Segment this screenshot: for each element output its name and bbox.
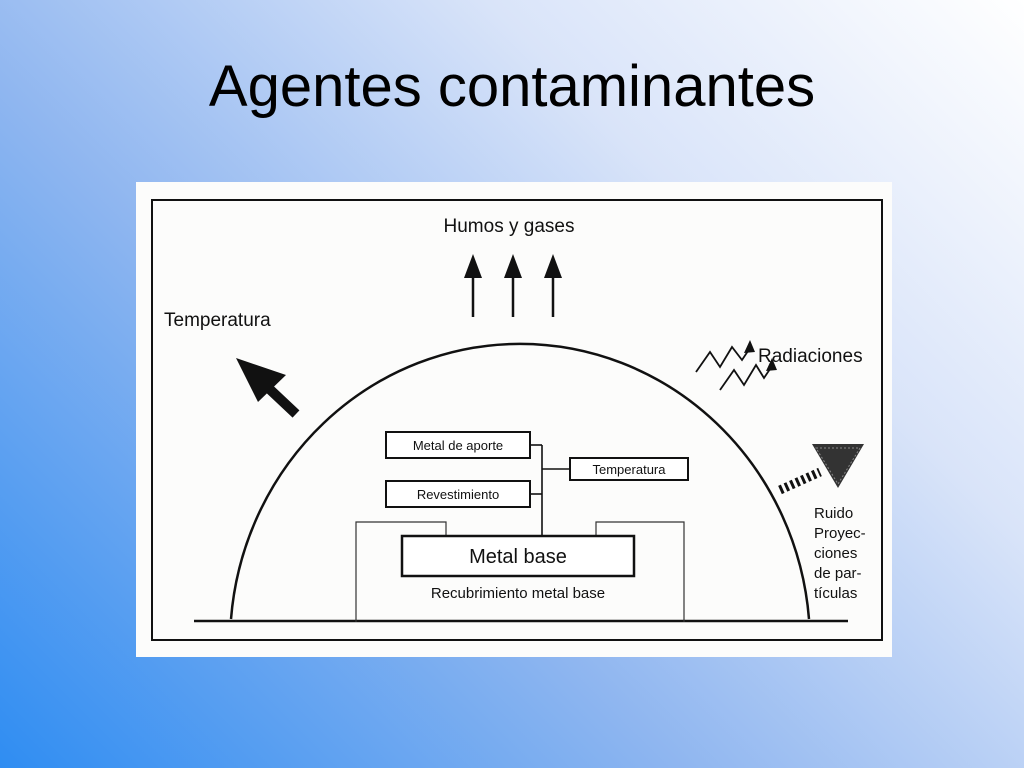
- noise-arrow: [778, 444, 864, 495]
- label-ruido-line: de par-: [814, 565, 862, 582]
- label-recubrimiento: Recubrimiento metal base: [431, 585, 605, 602]
- label-temperatura-box: Temperatura: [593, 462, 667, 477]
- label-metal-base: Metal base: [469, 546, 567, 568]
- slide-title: Agentes contaminantes: [208, 54, 816, 119]
- label-ruido-line: ciones: [814, 545, 857, 562]
- label-revestimiento: Revestimiento: [417, 487, 499, 502]
- diagram-frame: [151, 199, 883, 641]
- radiation-zigzags: [695, 340, 777, 391]
- connector-lines: [530, 444, 570, 536]
- label-ruido-line: Ruido: [814, 505, 853, 522]
- box-metal-aporte: [385, 431, 531, 459]
- label-radiaciones: Radiaciones: [758, 346, 863, 367]
- box-metal-base: [400, 534, 636, 578]
- diagram-figure: Humos y gases Temperatura Radiaciones Ru…: [136, 182, 892, 657]
- box-temperatura: [569, 457, 689, 481]
- temperature-arrow: [236, 358, 300, 418]
- label-metal-aporte: Metal de aporte: [413, 438, 503, 453]
- label-temperatura-outer: Temperatura: [164, 310, 271, 331]
- fumes-arrows: [464, 254, 562, 317]
- box-revestimiento: [385, 480, 531, 508]
- dome-arc: [229, 342, 811, 620]
- welding-contaminants-diagram: Humos y gases Temperatura Radiaciones Ru…: [151, 199, 883, 641]
- label-humos-gases: Humos y gases: [444, 216, 575, 237]
- label-ruido-line: Proyec-: [814, 525, 866, 542]
- label-ruido-proyecciones: Ruido Proyec- ciones de par- tículas: [814, 505, 866, 602]
- label-ruido-line: tículas: [814, 585, 857, 602]
